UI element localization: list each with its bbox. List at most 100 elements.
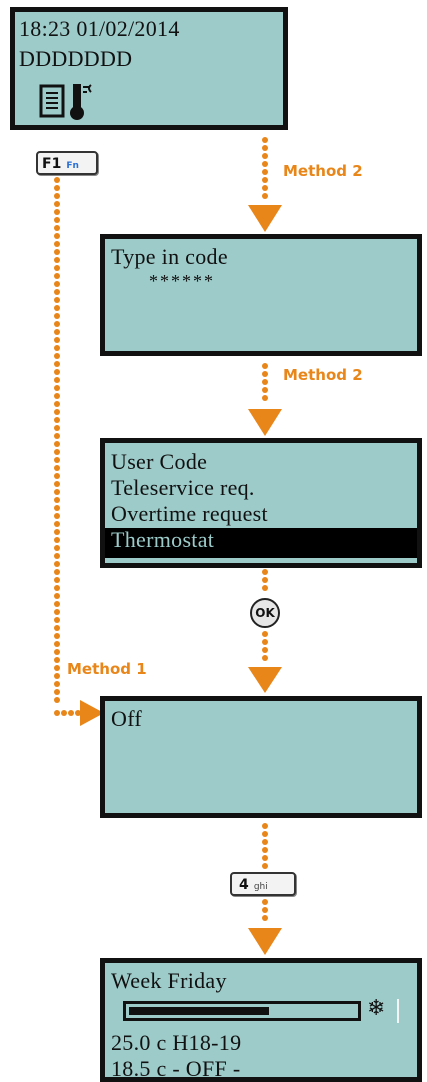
method-2-label-middle: Method 2 <box>283 366 363 384</box>
connector-dot <box>54 609 60 615</box>
arrow-to-off-screen-from-f1 <box>80 700 104 726</box>
snowflake-icon: ❄ <box>367 996 386 1021</box>
ok-key[interactable]: OK <box>250 598 280 628</box>
connector-dot <box>54 441 60 447</box>
connector-dot <box>54 409 60 415</box>
connector-dot <box>54 617 60 623</box>
connector-dot <box>75 710 81 716</box>
method-2-label-top: Method 2 <box>283 162 363 180</box>
date-time-text: 18:23 01/02/2014 <box>19 16 180 41</box>
off-text: Off <box>111 706 143 731</box>
connector-dot <box>54 305 60 311</box>
connector-dot <box>54 185 60 191</box>
connector-dot <box>54 465 60 471</box>
connector-dot <box>54 417 60 423</box>
connector-dot <box>54 385 60 391</box>
bar-cursor <box>397 999 399 1023</box>
key-4-ghi[interactable]: 4 ghi <box>230 872 296 896</box>
menu-screen: User Code Teleservice req. Overtime requ… <box>100 438 422 568</box>
connector-dot <box>262 839 268 845</box>
connector-dot <box>61 710 67 716</box>
connector-dot <box>54 425 60 431</box>
connector-dot <box>54 489 60 495</box>
connector-dot <box>54 537 60 543</box>
connector-dot <box>54 673 60 679</box>
connector-dot <box>54 641 60 647</box>
menu-item-teleservice[interactable]: Teleservice req. <box>111 475 255 500</box>
connector-dot <box>54 473 60 479</box>
fn-key-label: Fn <box>66 161 79 171</box>
connector-dot <box>54 353 60 359</box>
connector-dot <box>54 433 60 439</box>
connector-dot <box>54 457 60 463</box>
connector-dot <box>262 145 268 151</box>
arrow-to-code-screen <box>248 205 282 232</box>
connector-dot <box>54 505 60 511</box>
connector-dot <box>262 647 268 653</box>
connector-dot <box>54 521 60 527</box>
status-text: DDDDDDD <box>19 46 133 71</box>
arrow-to-week-screen <box>248 928 282 955</box>
connector-dot <box>54 177 60 183</box>
menu-item-overtime[interactable]: Overtime request <box>111 501 268 526</box>
connector-dot <box>54 569 60 575</box>
connector-dot <box>54 577 60 583</box>
connector-dot <box>262 395 268 401</box>
connector-dot <box>54 225 60 231</box>
connector-dot <box>54 497 60 503</box>
connector-dot <box>262 899 268 905</box>
connector-dot <box>54 257 60 263</box>
document-list-icon <box>39 84 65 118</box>
connector-dot <box>54 321 60 327</box>
week-schedule-screen: Week Friday ❄ 25.0 c H18-19 18.5 c - OFF… <box>100 958 422 1082</box>
connector-dot <box>262 177 268 183</box>
connector-dot <box>54 697 60 703</box>
thermostat-off-screen: Off <box>100 696 422 818</box>
connector-dot <box>262 193 268 199</box>
connector-dot <box>54 401 60 407</box>
connector-dot <box>262 387 268 393</box>
economy-temp-text: 18.5 c - OFF - <box>111 1056 241 1081</box>
connector-dot <box>54 481 60 487</box>
connector-dot <box>54 593 60 599</box>
comfort-temp-text: 25.0 c H18-19 <box>111 1030 242 1055</box>
connector-dot <box>262 863 268 869</box>
connector-dot <box>54 297 60 303</box>
connector-dot <box>262 363 268 369</box>
connector-dot <box>262 585 268 591</box>
connector-dot <box>54 369 60 375</box>
week-day-text: Week Friday <box>111 968 227 993</box>
connector-dot <box>54 545 60 551</box>
connector-dot <box>54 313 60 319</box>
connector-dot <box>54 241 60 247</box>
method-1-label: Method 1 <box>67 660 147 678</box>
connector-dot <box>54 553 60 559</box>
code-entry-screen: Type in code ****** <box>100 234 422 356</box>
schedule-bar-fill <box>129 1007 269 1015</box>
type-in-code-text: Type in code <box>111 244 228 269</box>
f1-fn-key[interactable]: F1 Fn <box>36 151 98 175</box>
connector-dot <box>54 633 60 639</box>
connector-dot <box>54 529 60 535</box>
connector-dot <box>54 513 60 519</box>
menu-item-thermostat[interactable]: Thermostat <box>105 528 417 558</box>
connector-dot <box>54 665 60 671</box>
connector-dot <box>54 601 60 607</box>
key-ghi-label: ghi <box>253 882 268 892</box>
connector-dot <box>54 193 60 199</box>
home-screen: 18:23 01/02/2014 DDDDDDD <box>10 7 288 130</box>
connector-dot <box>262 371 268 377</box>
connector-dot <box>54 649 60 655</box>
connector-dot <box>262 847 268 853</box>
menu-item-user-code[interactable]: User Code <box>111 449 208 474</box>
connector-dot <box>54 377 60 383</box>
connector-dot <box>262 137 268 143</box>
connector-dot <box>262 907 268 913</box>
connector-dot <box>54 585 60 591</box>
connector-dot <box>262 379 268 385</box>
connector-dot <box>54 265 60 271</box>
connector-dot <box>262 915 268 921</box>
connector-dot <box>262 823 268 829</box>
connector-dot <box>54 681 60 687</box>
